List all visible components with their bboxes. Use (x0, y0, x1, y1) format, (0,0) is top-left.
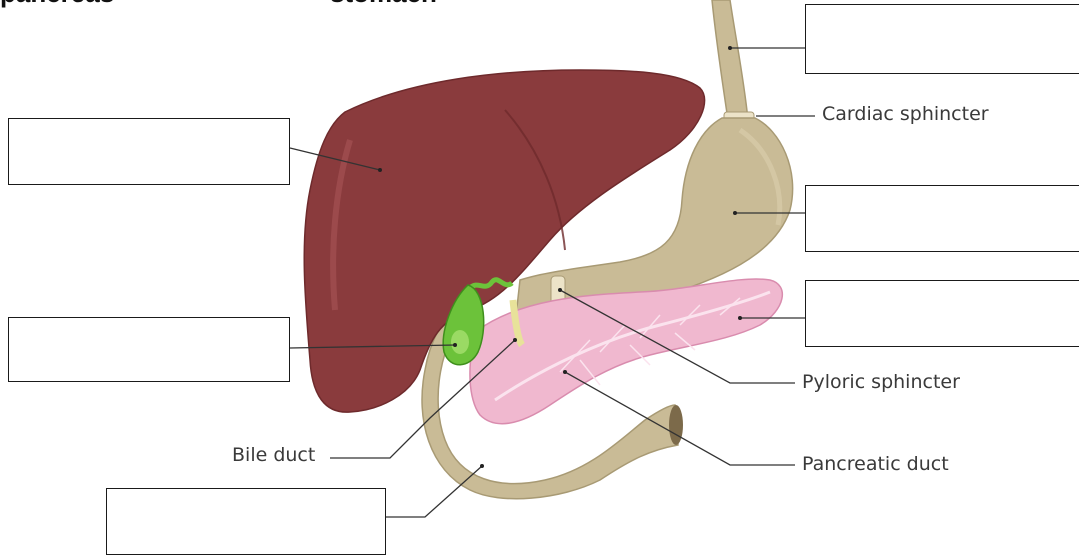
answer-box-gallbladder[interactable] (8, 317, 290, 382)
pancreas (470, 279, 782, 424)
duodenum-opening (669, 405, 683, 445)
label-pancreatic-duct: Pancreatic duct (802, 453, 949, 475)
answer-box-liver[interactable] (8, 118, 290, 185)
esophagus (712, 0, 748, 120)
answer-box-pancreas[interactable] (805, 280, 1079, 347)
answer-box-stomach[interactable] (805, 185, 1079, 252)
label-pyloric-sphincter: Pyloric sphincter (802, 371, 960, 393)
answer-box-duodenum[interactable] (106, 488, 386, 555)
label-cardiac-sphincter: Cardiac sphincter (822, 103, 989, 125)
label-bile-duct: Bile duct (232, 444, 315, 466)
answer-box-esophagus[interactable] (805, 4, 1079, 74)
